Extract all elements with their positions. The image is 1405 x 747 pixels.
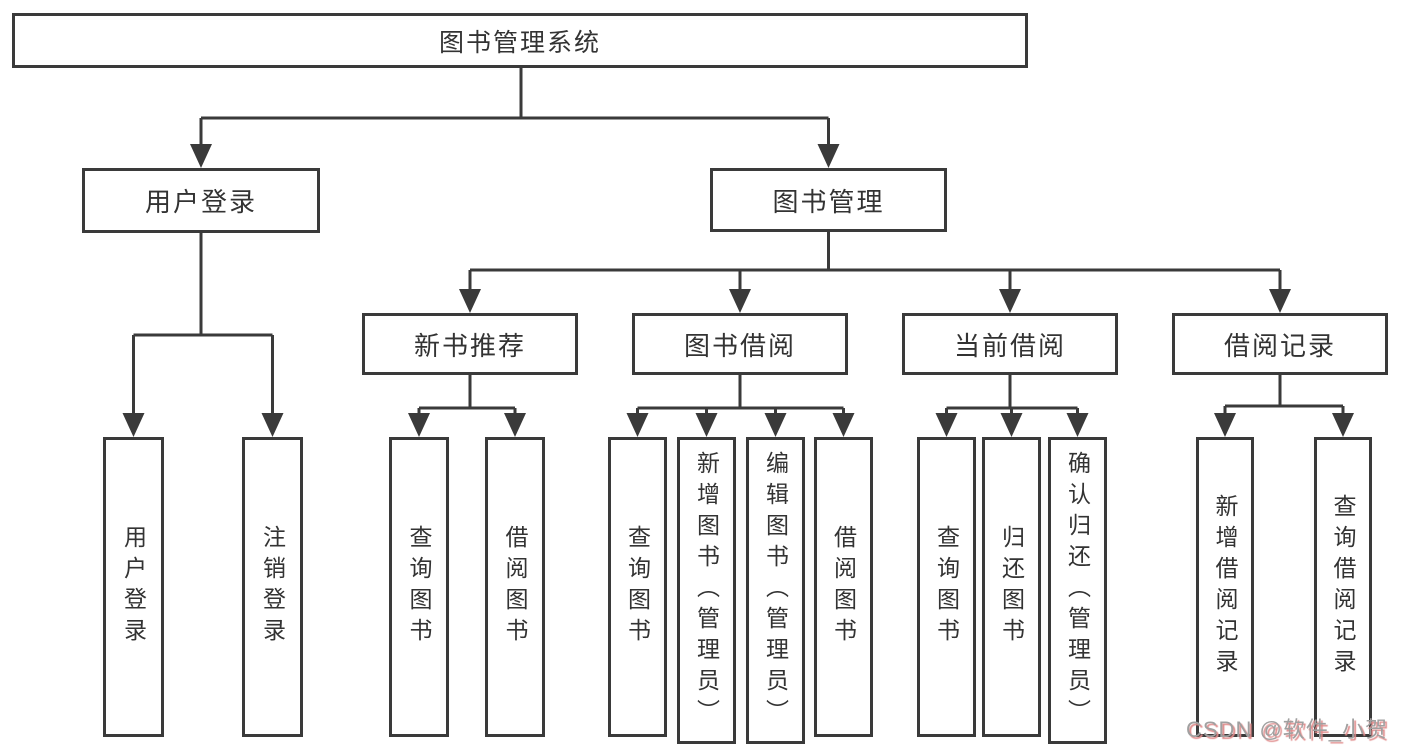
arrowhead-icons [122,144,1354,437]
leaf-logout-login: 注销登录 [242,437,303,737]
leaf-add-borrow-record: 新增借阅记录 [1196,437,1254,737]
leaf-confirm-return-admin: 确认归还（管理员） [1048,437,1107,744]
leaf-query-books-borrowing: 查询图书 [608,437,667,737]
leaf-query-books-current: 查询图书 [917,437,976,737]
node-current-borrowing: 当前借阅 [902,313,1118,375]
node-book-management-group: 图书管理 [710,168,947,232]
leaf-user-login: 用户登录 [103,437,164,737]
leaf-add-book-admin: 新增图书（管理员） [677,437,736,744]
node-book-borrowing: 图书借阅 [632,313,848,375]
leaf-borrow-books-borrowing: 借阅图书 [814,437,873,737]
node-library-management-system: 图书管理系统 [12,13,1028,68]
leaf-return-books: 归还图书 [982,437,1041,737]
leaf-edit-book-admin: 编辑图书（管理员） [746,437,805,744]
leaf-borrow-books-recommend: 借阅图书 [485,437,545,737]
node-user-login-group: 用户登录 [82,168,320,233]
csdn-watermark: CSDN @软件_小贺同学 [1186,717,1389,742]
connector-paths [132,68,1345,416]
node-borrowing-records: 借阅记录 [1172,313,1388,375]
node-new-book-recommendation: 新书推荐 [362,313,578,375]
leaf-query-books-recommend: 查询图书 [389,437,449,737]
leaf-query-borrow-record: 查询借阅记录 [1314,437,1372,737]
